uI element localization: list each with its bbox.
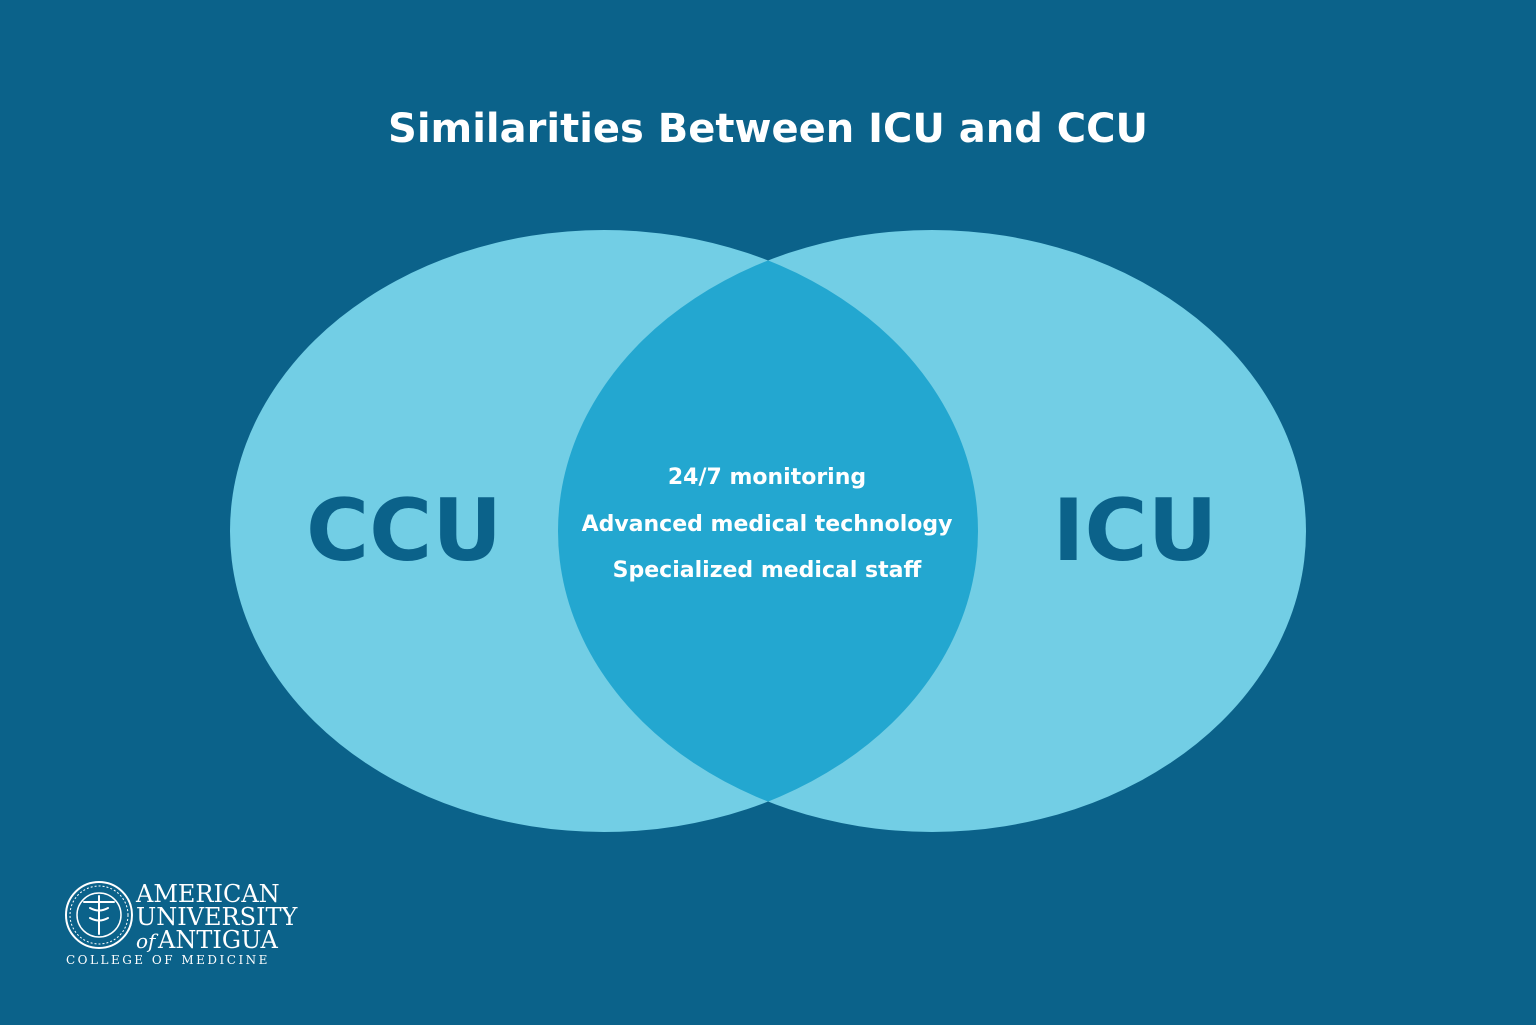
overlap-region bbox=[558, 230, 978, 832]
shared-item-monitoring: 24/7 monitoring bbox=[668, 465, 866, 490]
logo-line-of: of bbox=[136, 929, 159, 953]
icu-label: ICU bbox=[1053, 481, 1218, 581]
university-logo: AMERICAN UNIVERSITY of ANTIGUA COLLEGE O… bbox=[65, 880, 299, 967]
ccu-label: CCU bbox=[306, 481, 502, 581]
logo-line-antigua: ANTIGUA bbox=[157, 926, 278, 954]
logo-line-university: UNIVERSITY bbox=[136, 903, 299, 931]
diagram-title: Similarities Between ICU and CCU bbox=[388, 106, 1148, 152]
logo-line-college: COLLEGE OF MEDICINE bbox=[66, 953, 270, 967]
seal-icon bbox=[65, 881, 133, 949]
logo-line-american: AMERICAN bbox=[135, 880, 280, 908]
shared-item-staff: Specialized medical staff bbox=[613, 558, 923, 583]
shared-item-technology: Advanced medical technology bbox=[582, 512, 953, 537]
